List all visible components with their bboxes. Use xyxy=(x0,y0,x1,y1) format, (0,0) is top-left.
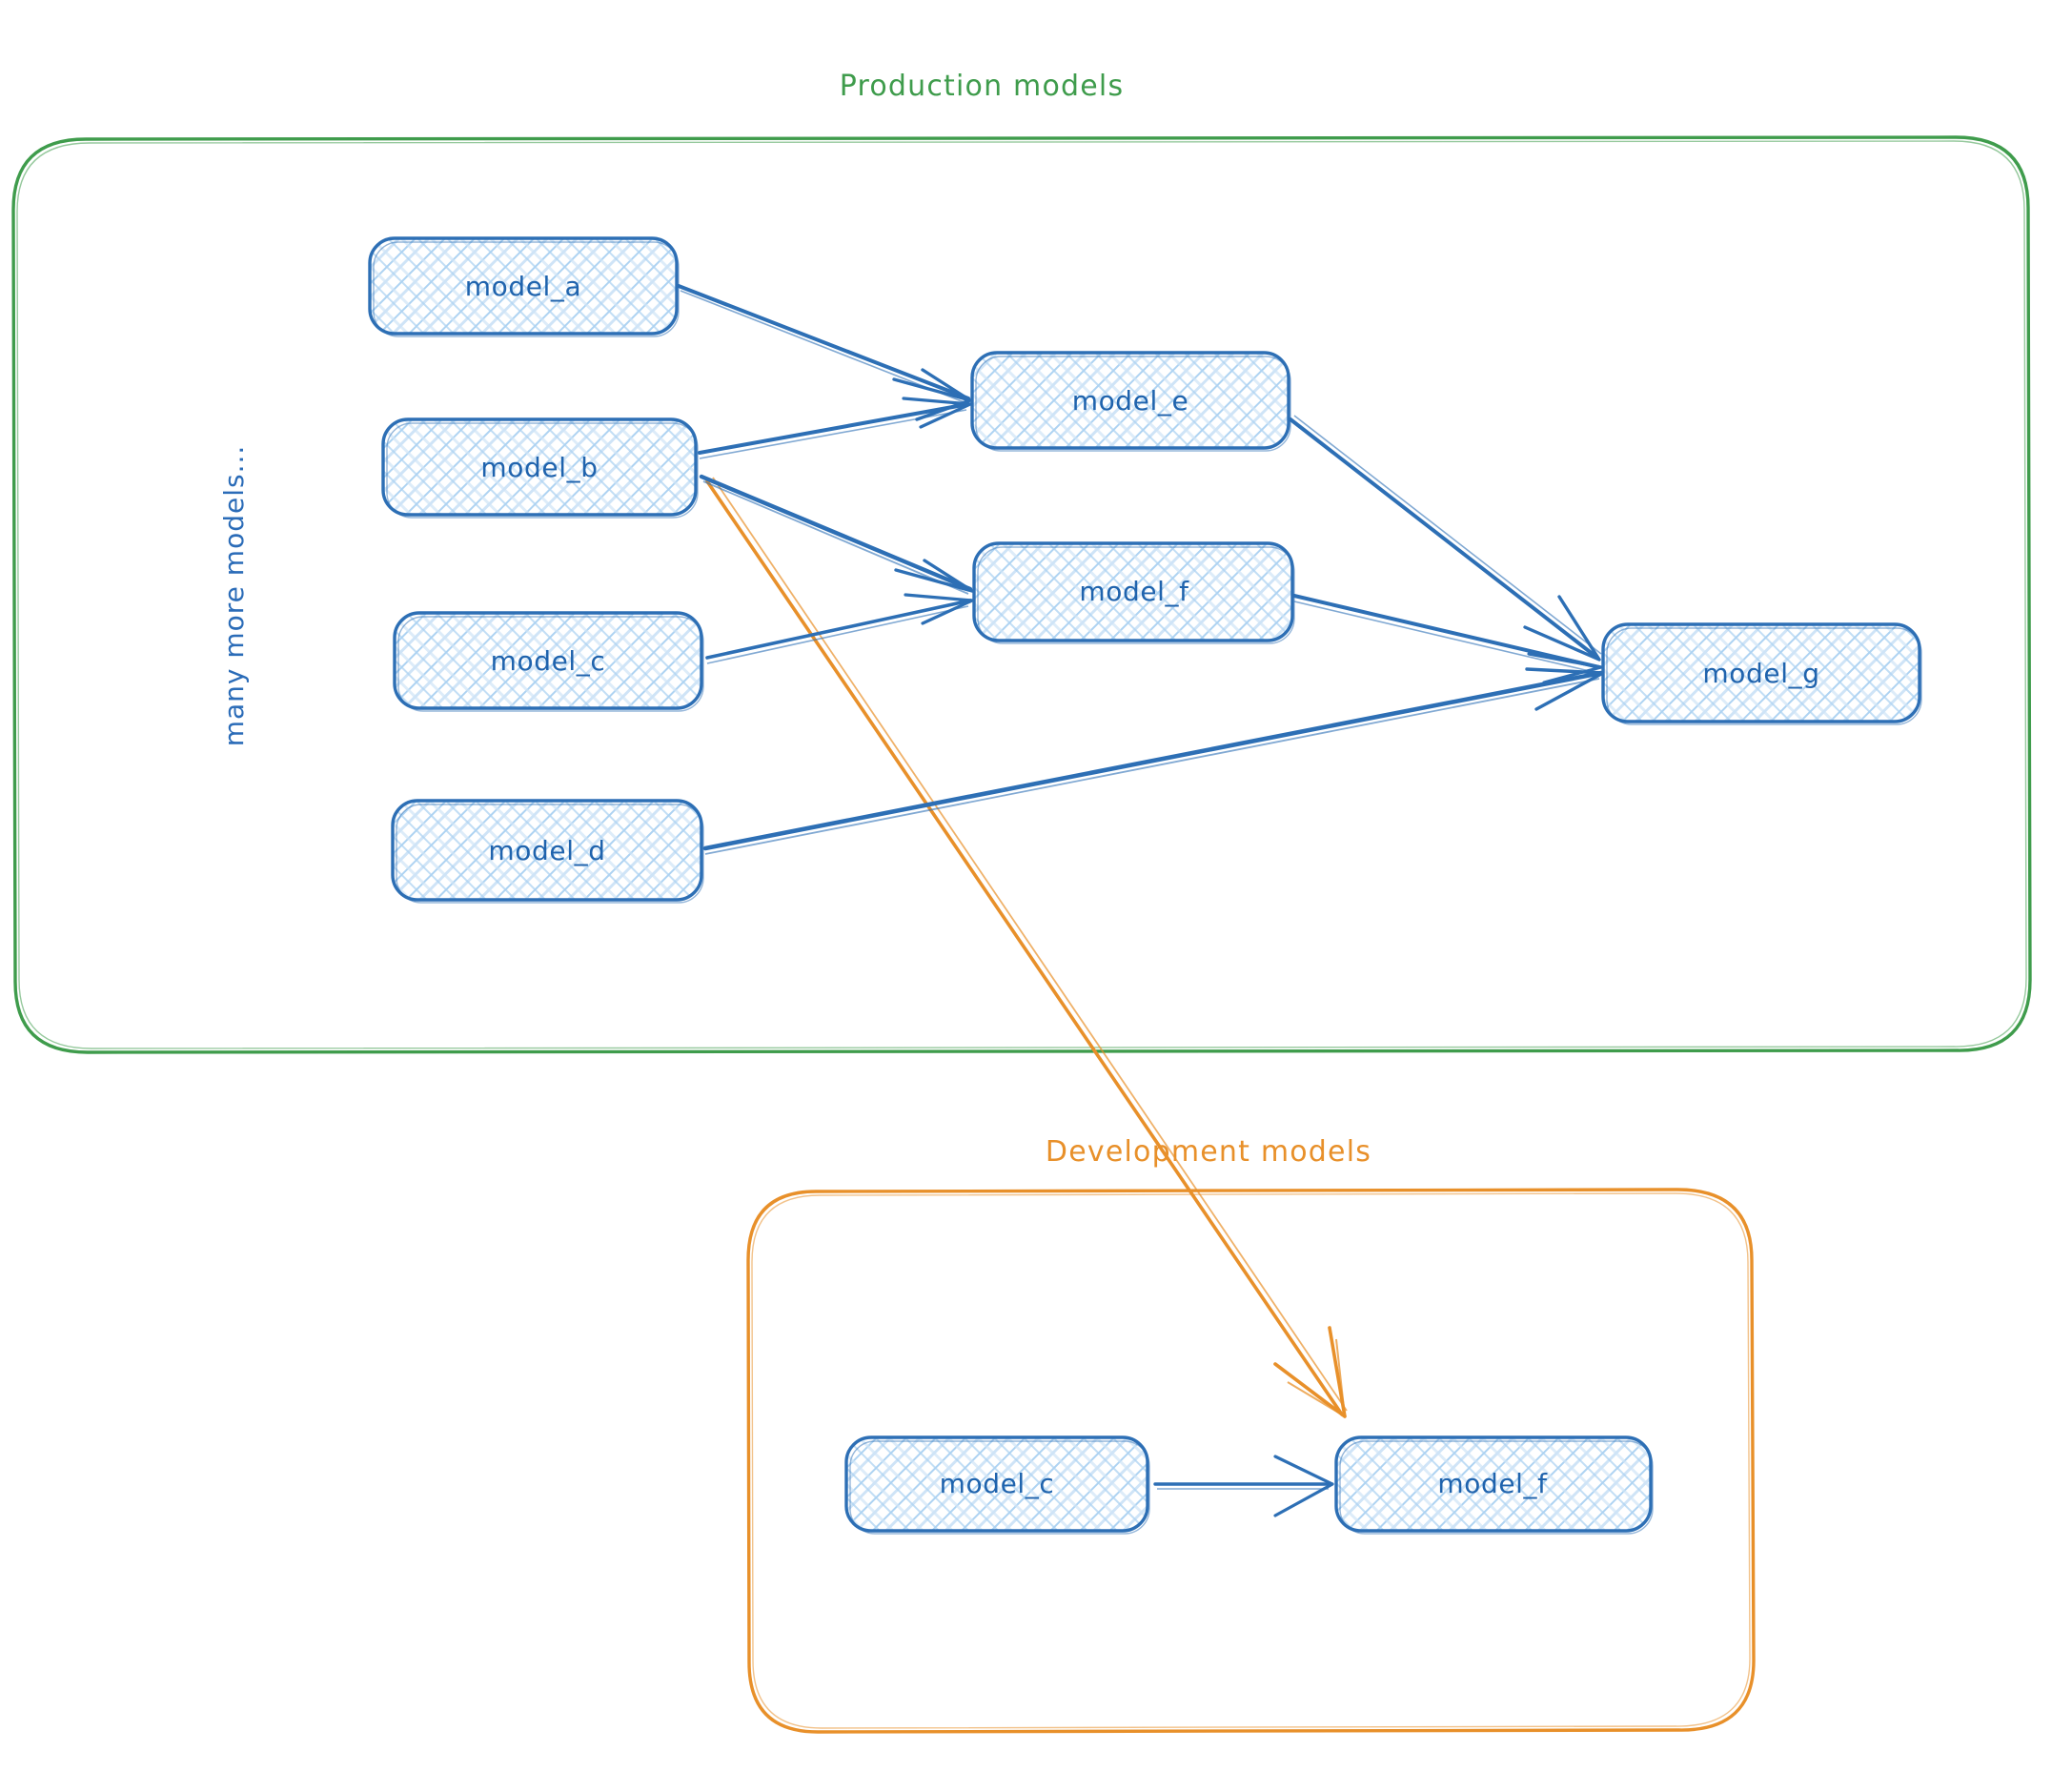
arrowhead-blue xyxy=(902,397,972,429)
development-container-border-sketch xyxy=(751,1192,1751,1729)
arrowhead-blue xyxy=(1527,652,1603,684)
node-label: model_f xyxy=(1437,1468,1548,1499)
node-label: model_f xyxy=(1079,576,1189,607)
node-model-f-development[interactable]: model_f xyxy=(1334,1435,1654,1535)
development-group-title: Development models xyxy=(1046,1135,1371,1169)
edge-dev-model-c-to-dev-model-f[interactable] xyxy=(1153,1455,1334,1517)
development-container-border xyxy=(746,1188,1756,1734)
arrowhead-blue xyxy=(1273,1455,1334,1517)
node-label: model_a xyxy=(465,271,582,302)
node-label: model_b xyxy=(480,452,598,483)
arrowhead-blue xyxy=(1525,667,1605,711)
nodes-layer: model_a model_b model_c xyxy=(368,236,1922,1535)
node-label: model_e xyxy=(1072,385,1189,417)
node-model-c-production[interactable]: model_c xyxy=(393,611,704,712)
edge-model-b-to-model-f[interactable] xyxy=(699,474,974,595)
edge-model-a-to-model-e[interactable] xyxy=(677,284,972,421)
production-group-title: Production models xyxy=(840,70,1125,103)
production-container-border-sketch xyxy=(16,140,2027,1049)
node-model-e[interactable]: model_e xyxy=(970,351,1291,452)
edge-model-e-to-model-g[interactable] xyxy=(1289,415,1602,662)
arrowhead-blue xyxy=(904,593,974,625)
node-model-f-production[interactable]: model_f xyxy=(972,541,1295,644)
node-model-c-development[interactable]: model_c xyxy=(844,1435,1150,1535)
node-label: model_c xyxy=(940,1468,1055,1499)
node-label: model_c xyxy=(491,645,606,677)
edge-model-d-to-model-g[interactable] xyxy=(702,667,1605,855)
node-label: model_g xyxy=(1702,658,1819,689)
node-model-a[interactable]: model_a xyxy=(368,236,680,337)
edge-model-b-to-model-e[interactable] xyxy=(698,397,972,459)
edges-layer xyxy=(677,284,1605,1517)
node-model-g[interactable]: model_g xyxy=(1601,622,1922,725)
group-development[interactable] xyxy=(746,1188,1756,1734)
arrowhead-blue xyxy=(894,559,974,593)
production-container-border xyxy=(11,135,2032,1054)
edge-model-c-to-model-f[interactable] xyxy=(705,593,974,664)
node-label: model_d xyxy=(488,835,605,866)
many-more-models-note: many more models... xyxy=(218,445,250,747)
node-model-d[interactable]: model_d xyxy=(391,799,704,904)
edge-model-f-to-model-g[interactable] xyxy=(1292,594,1603,684)
arrowhead-blue xyxy=(1523,595,1601,662)
node-model-b[interactable]: model_b xyxy=(381,417,699,519)
group-production[interactable] xyxy=(11,135,2032,1054)
